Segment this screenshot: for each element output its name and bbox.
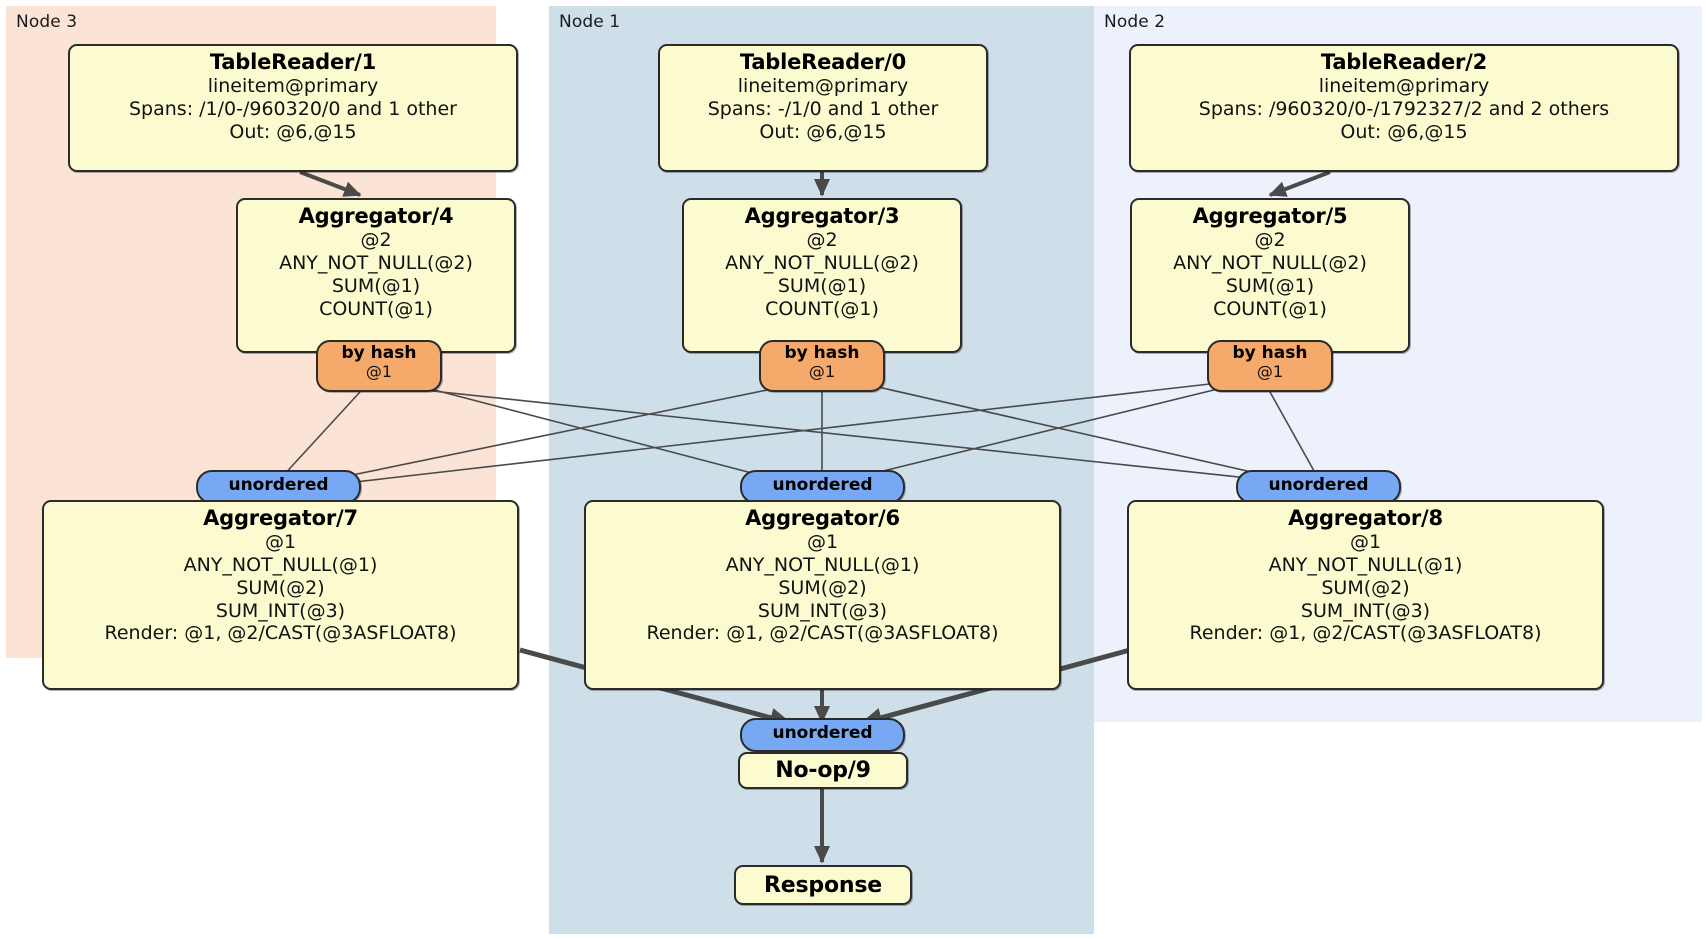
processor-detail-agg2: SUM(@2) <box>1321 576 1410 599</box>
processor-title: TableReader/2 <box>1320 50 1488 74</box>
processor-title: Aggregator/3 <box>744 204 900 228</box>
node-region-label-node1: Node 1 <box>559 12 621 32</box>
synchronizer-label: unordered <box>772 723 873 743</box>
router-column: @1 <box>1256 362 1284 382</box>
processor-aggregator-8[interactable]: Aggregator/8 @1 ANY_NOT_NULL(@1) SUM(@2)… <box>1127 500 1604 690</box>
processor-title: Aggregator/8 <box>1288 506 1443 530</box>
processor-detail-agg1: ANY_NOT_NULL(@2) <box>1173 251 1367 274</box>
router-label: by hash <box>1232 343 1308 363</box>
processor-detail-out: Out: @6,@15 <box>1340 120 1468 143</box>
synchronizer-unordered-final[interactable]: unordered <box>740 718 905 752</box>
processor-response[interactable]: Response <box>734 865 912 905</box>
router-by-hash-center[interactable]: by hash @1 <box>759 340 885 392</box>
processor-title: TableReader/0 <box>739 50 907 74</box>
node-region-label-node3: Node 3 <box>16 12 78 32</box>
processor-detail-agg1: ANY_NOT_NULL(@1) <box>725 553 920 576</box>
processor-aggregator-5[interactable]: Aggregator/5 @2 ANY_NOT_NULL(@2) SUM(@1)… <box>1130 198 1410 353</box>
processor-detail-spans: Spans: -/1/0 and 1 other <box>707 97 939 120</box>
processor-detail-table: lineitem@primary <box>1318 75 1490 98</box>
processor-detail-agg1: ANY_NOT_NULL(@1) <box>1268 553 1463 576</box>
processor-title: No-op/9 <box>775 758 871 783</box>
processor-detail-groupcol: @2 <box>1254 229 1286 252</box>
processor-aggregator-6[interactable]: Aggregator/6 @1 ANY_NOT_NULL(@1) SUM(@2)… <box>584 500 1061 690</box>
processor-detail-render: Render: @1, @2/CAST(@3ASFLOAT8) <box>1189 622 1542 645</box>
processor-detail-agg2: SUM(@2) <box>236 576 325 599</box>
processor-detail-agg2: SUM(@1) <box>777 274 867 297</box>
processor-detail-agg3: SUM_INT(@3) <box>757 599 888 622</box>
processor-tablereader-1[interactable]: TableReader/1 lineitem@primary Spans: /1… <box>68 44 518 172</box>
synchronizer-unordered-right[interactable]: unordered <box>1236 470 1401 504</box>
processor-detail-groupcol: @2 <box>360 229 392 252</box>
processor-detail-agg2: SUM(@2) <box>778 576 867 599</box>
processor-detail-agg1: ANY_NOT_NULL(@1) <box>183 553 378 576</box>
processor-noop-9[interactable]: No-op/9 <box>738 752 908 789</box>
processor-title: Aggregator/6 <box>745 506 900 530</box>
processor-title: Aggregator/4 <box>298 204 454 228</box>
processor-detail-table: lineitem@primary <box>737 75 909 98</box>
processor-detail-spans: Spans: /960320/0-/1792327/2 and 2 others <box>1198 97 1610 120</box>
processor-title: Response <box>764 872 882 898</box>
processor-detail-agg3: SUM_INT(@3) <box>1300 599 1431 622</box>
processor-title: TableReader/1 <box>209 50 377 74</box>
router-label: by hash <box>341 343 417 363</box>
processor-detail-render: Render: @1, @2/CAST(@3ASFLOAT8) <box>104 622 457 645</box>
processor-detail-out: Out: @6,@15 <box>759 120 887 143</box>
router-label: by hash <box>784 343 860 363</box>
processor-detail-groupcol: @2 <box>806 229 838 252</box>
synchronizer-label: unordered <box>772 475 873 495</box>
processor-tablereader-2[interactable]: TableReader/2 lineitem@primary Spans: /9… <box>1129 44 1679 172</box>
processor-detail-agg3: COUNT(@1) <box>1213 297 1327 320</box>
processor-detail-groupcol: @1 <box>1349 531 1382 554</box>
processor-title: Aggregator/5 <box>1192 204 1348 228</box>
processor-detail-table: lineitem@primary <box>207 75 379 98</box>
processor-tablereader-0[interactable]: TableReader/0 lineitem@primary Spans: -/… <box>658 44 988 172</box>
synchronizer-unordered-center[interactable]: unordered <box>740 470 905 504</box>
router-by-hash-left[interactable]: by hash @1 <box>316 340 442 392</box>
processor-detail-agg2: SUM(@1) <box>1225 274 1315 297</box>
processor-aggregator-7[interactable]: Aggregator/7 @1 ANY_NOT_NULL(@1) SUM(@2)… <box>42 500 519 690</box>
processor-detail-agg3: COUNT(@1) <box>765 297 879 320</box>
router-column: @1 <box>365 362 393 382</box>
processor-detail-groupcol: @1 <box>264 531 297 554</box>
processor-aggregator-3[interactable]: Aggregator/3 @2 ANY_NOT_NULL(@2) SUM(@1)… <box>682 198 962 353</box>
processor-detail-agg3: COUNT(@1) <box>319 297 433 320</box>
processor-detail-groupcol: @1 <box>806 531 839 554</box>
processor-detail-agg3: SUM_INT(@3) <box>215 599 346 622</box>
processor-aggregator-4[interactable]: Aggregator/4 @2 ANY_NOT_NULL(@2) SUM(@1)… <box>236 198 516 353</box>
processor-detail-render: Render: @1, @2/CAST(@3ASFLOAT8) <box>646 622 999 645</box>
node-region-label-node2: Node 2 <box>1104 12 1166 32</box>
synchronizer-unordered-left[interactable]: unordered <box>196 470 361 504</box>
processor-detail-agg1: ANY_NOT_NULL(@2) <box>725 251 919 274</box>
processor-detail-out: Out: @6,@15 <box>229 120 357 143</box>
router-column: @1 <box>808 362 836 382</box>
synchronizer-label: unordered <box>1268 475 1369 495</box>
processor-title: Aggregator/7 <box>203 506 358 530</box>
processor-detail-agg1: ANY_NOT_NULL(@2) <box>279 251 473 274</box>
synchronizer-label: unordered <box>228 475 329 495</box>
processor-detail-agg2: SUM(@1) <box>331 274 421 297</box>
processor-detail-spans: Spans: /1/0-/960320/0 and 1 other <box>129 97 457 120</box>
router-by-hash-right[interactable]: by hash @1 <box>1207 340 1333 392</box>
